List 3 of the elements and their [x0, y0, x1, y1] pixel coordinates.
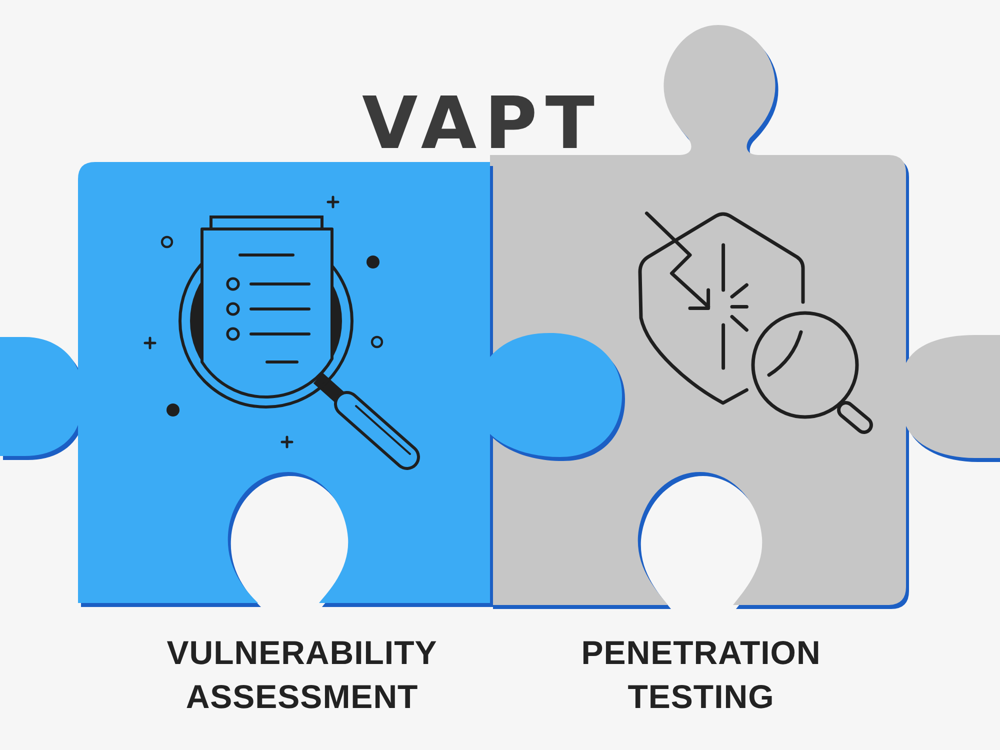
piece-label: PENETRATION TESTING: [580, 633, 822, 717]
title: VAPT: [362, 93, 602, 153]
piece-label: VULNERABILITY ASSESSMENT: [166, 633, 438, 717]
